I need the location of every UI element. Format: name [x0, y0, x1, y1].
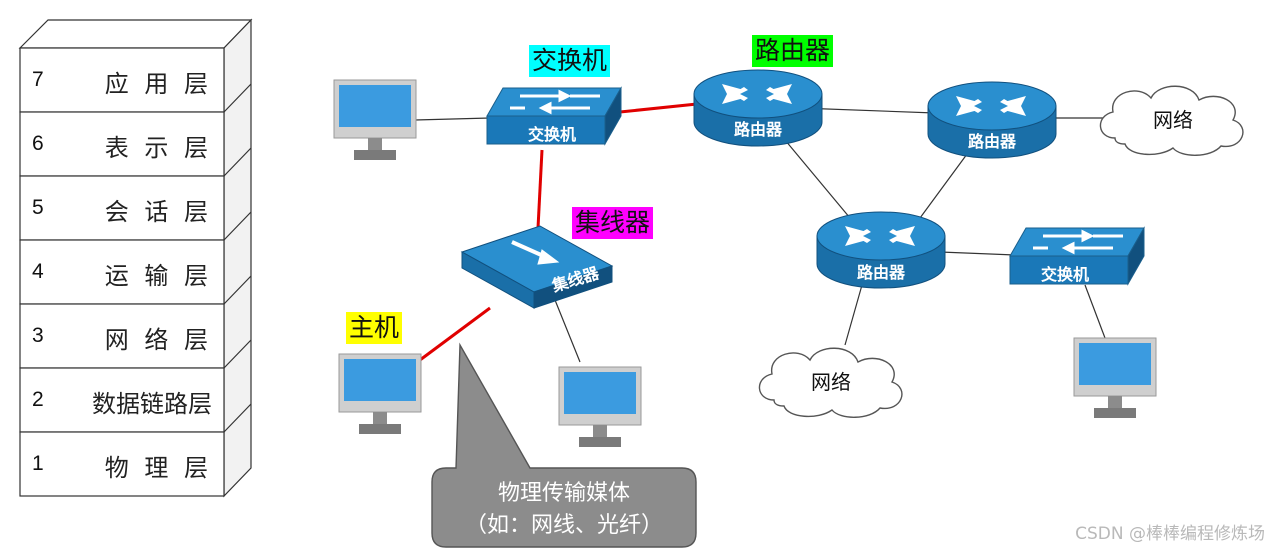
router-device-icon [927, 81, 1057, 159]
layer-number-4: 4 [32, 260, 44, 283]
callout-line-2: （如：网线、光纤） [464, 513, 663, 538]
switch-device-icon [1009, 226, 1145, 286]
switch-device-label: 交换机 [1040, 265, 1089, 284]
layer-box-7 [19, 47, 225, 113]
layer-name-6: 表 示 层 [104, 134, 212, 162]
link-pc1-switch [414, 117, 491, 121]
layer-box-2 [19, 367, 225, 433]
router-tag: 路由器 [752, 35, 834, 67]
watermark: CSDN @棒棒编程修炼场 [1075, 524, 1265, 544]
layer-name-2: 数据链路层 [92, 390, 212, 418]
switch-device-icon [486, 86, 622, 146]
cloud-label: 网络 [811, 370, 851, 394]
callout-line-1: 物理传输媒体 [497, 481, 630, 506]
layer-name-4: 运 输 层 [104, 262, 212, 290]
hub-tag: 集线器 [572, 207, 654, 239]
cloud-icon [758, 347, 903, 418]
layer-box-6 [19, 111, 225, 177]
callout-bubble [431, 342, 697, 548]
switch-device-label: 交换机 [527, 125, 576, 144]
router-device-icon [816, 211, 946, 289]
layer-number-5: 5 [32, 196, 44, 219]
link-router3-cloud2 [844, 284, 863, 346]
switch-tag: 交换机 [529, 45, 611, 77]
link-router1-router3 [784, 139, 851, 219]
computer-icon [333, 79, 417, 160]
router-device-icon [693, 69, 823, 147]
layer-name-7: 应 用 层 [104, 70, 212, 98]
layer-number-6: 6 [32, 132, 44, 155]
layer-box-1 [19, 431, 225, 497]
layer-number-2: 2 [32, 388, 44, 411]
link-switch-router1-red [619, 102, 698, 114]
layer-number-7: 7 [32, 68, 44, 91]
cloud-label: 网络 [1153, 108, 1193, 132]
layer-name-1: 物 理 层 [104, 454, 212, 482]
router-device-label: 路由器 [733, 120, 782, 139]
hub-device-icon [460, 225, 614, 309]
layer-name-3: 网 络 层 [104, 326, 212, 354]
host-tag: 主机 [346, 312, 403, 344]
link-host-hub-red [419, 306, 491, 362]
osi-stack-graphic [18, 18, 253, 498]
link-router3-switch2 [939, 251, 1016, 256]
computer-icon [558, 366, 642, 447]
computer-icon [1073, 337, 1157, 418]
stack-top-face [18, 19, 253, 49]
link-switch-hub-red [536, 149, 544, 229]
layer-name-5: 会 话 层 [104, 198, 212, 226]
layer-number-1: 1 [32, 452, 44, 475]
link-hub-pc3 [554, 299, 581, 363]
host-computer-icon [338, 353, 422, 434]
layer-box-4 [19, 239, 225, 305]
router-device-label: 路由器 [967, 132, 1016, 151]
layer-number-3: 3 [32, 324, 44, 347]
cloud-icon [1099, 85, 1244, 156]
router-device-label: 路由器 [856, 263, 905, 282]
link-switch2-pc4 [1084, 284, 1106, 339]
stack-side-face [223, 18, 252, 498]
link-router2-router3 [919, 149, 971, 219]
